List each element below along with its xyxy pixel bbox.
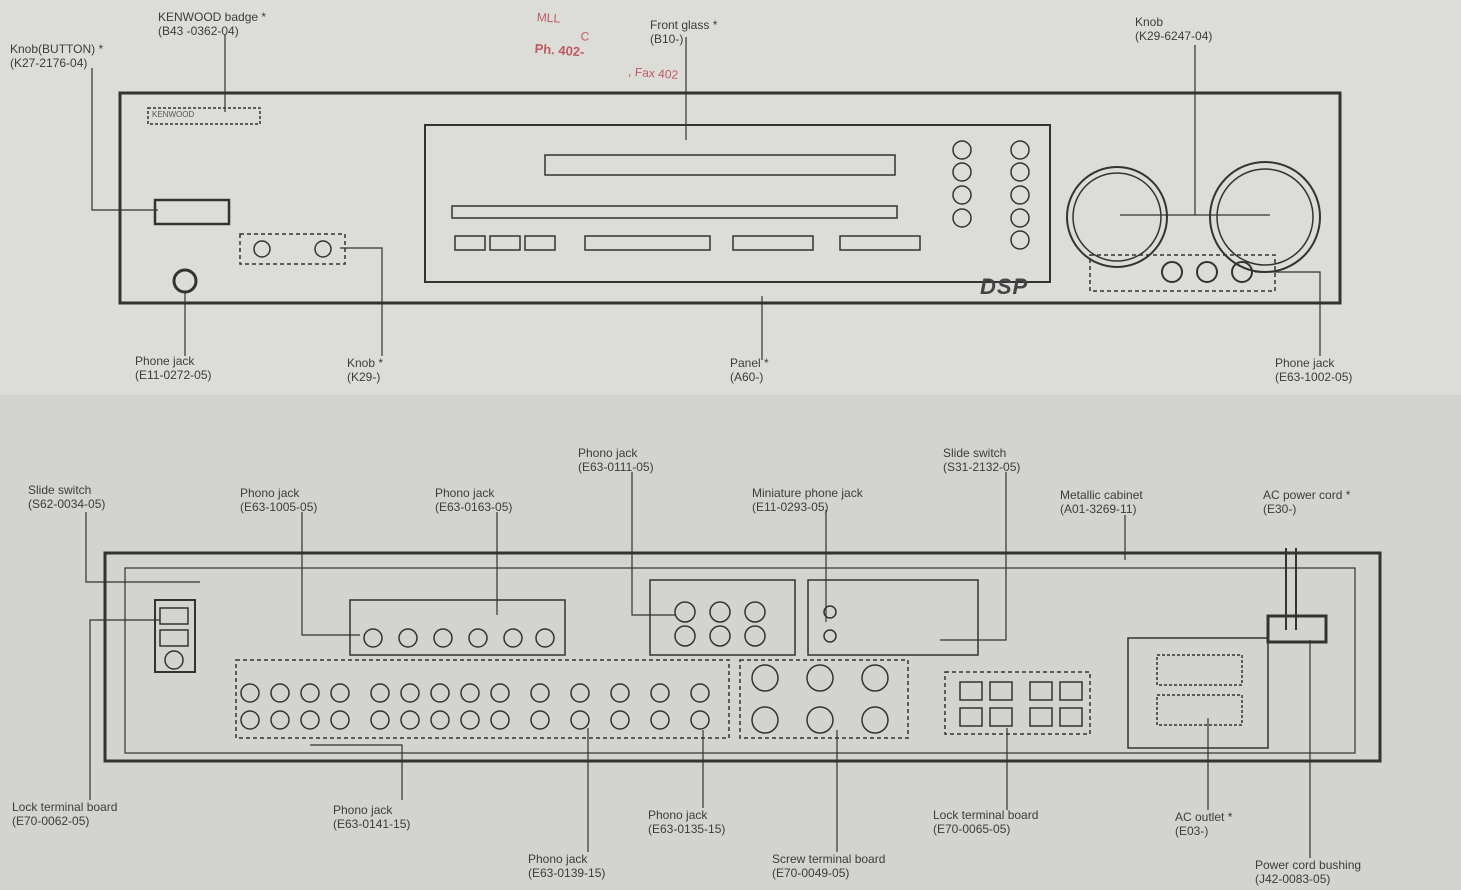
small-knob-2: [314, 240, 332, 258]
label-metallic-cabinet: Metallic cabinet (A01-3269-11): [1060, 488, 1143, 516]
speaker-terminal-block: [944, 671, 1091, 735]
label-slide-switch-2: Slide switch (S31-2132-05): [943, 446, 1021, 474]
label-phono-jack-f: Phono jack (E63-0135-15): [648, 808, 726, 836]
front-glass-outline: [424, 124, 1051, 283]
ac-outlet-2: [1156, 694, 1243, 726]
front-glass-buttons: [451, 140, 1030, 251]
label-knob-bottom: Knob * (K29-): [347, 356, 384, 384]
label-phono-jack-a: Phono jack (E63-1005-05): [240, 486, 318, 514]
rear-panel-inner: [124, 567, 1356, 754]
label-mini-phone-jack: Miniature phone jack (E11-0293-05): [752, 486, 863, 514]
av-jack-1: [1161, 261, 1183, 283]
av-jack-2: [1196, 261, 1218, 283]
system-control-block: [807, 579, 979, 656]
label-front-glass: Front glass * (B10-): [650, 18, 718, 46]
label-phono-jack-c: Phono jack (E63-0111-05): [578, 446, 654, 474]
label-ac-outlet: AC outlet * (E03-): [1175, 810, 1233, 838]
main-jack-block: [235, 659, 730, 739]
av-jack-3: [1231, 261, 1253, 283]
screw-terminal-block: [739, 659, 909, 739]
label-ac-power-cord: AC power cord * (E30-): [1263, 488, 1351, 516]
leader-lines: [85, 35, 1321, 858]
ac-outlet-block: [1127, 637, 1269, 749]
label-power-cord-bushing: Power cord bushing (J42-0083-05): [1255, 858, 1362, 886]
av-sub-output-block: [649, 579, 796, 656]
stamp-line-4: , Fax 402: [627, 64, 679, 82]
label-screw-terminal: Screw terminal board (E70-0049-05): [772, 852, 886, 880]
input-selector-ring: [1072, 172, 1162, 262]
power-button: [153, 198, 231, 226]
label-phono-jack-e: Phono jack (E63-0139-15): [528, 852, 606, 880]
input-selector-knob: [1066, 166, 1168, 268]
label-phone-jack-2: Phone jack (E63-1002-05): [1275, 356, 1353, 384]
label-lock-terminal-1: Lock terminal board (E70-0062-05): [12, 800, 118, 828]
small-knob-1: [253, 240, 271, 258]
rear-panel-outline: [103, 551, 1382, 763]
label-knob-button: Knob(BUTTON) * (K27-2176-04): [10, 42, 104, 70]
phones-jack-front: [172, 268, 198, 294]
front-panel-outline: [118, 91, 1342, 305]
label-phono-jack-d: Phono jack (E63-0141-15): [333, 803, 411, 831]
rear-panel-background: [0, 395, 1461, 890]
dsp-logo: DSP: [980, 274, 1029, 299]
ac-outlet-1: [1156, 654, 1243, 686]
volume-knob-ring: [1216, 168, 1314, 266]
knob-group-left: [239, 233, 346, 265]
label-lock-terminal-2: Lock terminal board (E70-0065-05): [933, 808, 1039, 836]
label-slide-switch-1: Slide switch (S62-0034-05): [28, 483, 106, 511]
kenwood-brand-text: KENWOOD: [152, 110, 195, 119]
label-phone-jack-1: Phone jack (E11-0272-05): [135, 354, 212, 382]
label-kenwood-badge: KENWOOD badge * (B43 -0362-04): [158, 10, 267, 38]
rear-jacks: [159, 601, 1083, 734]
av-aux-jack-group: [1089, 254, 1276, 292]
lock-terminal-left: [154, 599, 196, 673]
label-panel: Panel * (A60-): [730, 356, 769, 384]
upper-jack-block: [349, 599, 566, 656]
kenwood-badge-outline: [147, 107, 261, 125]
label-phono-jack-b: Phono jack (E63-0163-05): [435, 486, 513, 514]
display-window: [544, 154, 896, 176]
label-knob-top: Knob (K29-6247-04): [1135, 15, 1213, 43]
